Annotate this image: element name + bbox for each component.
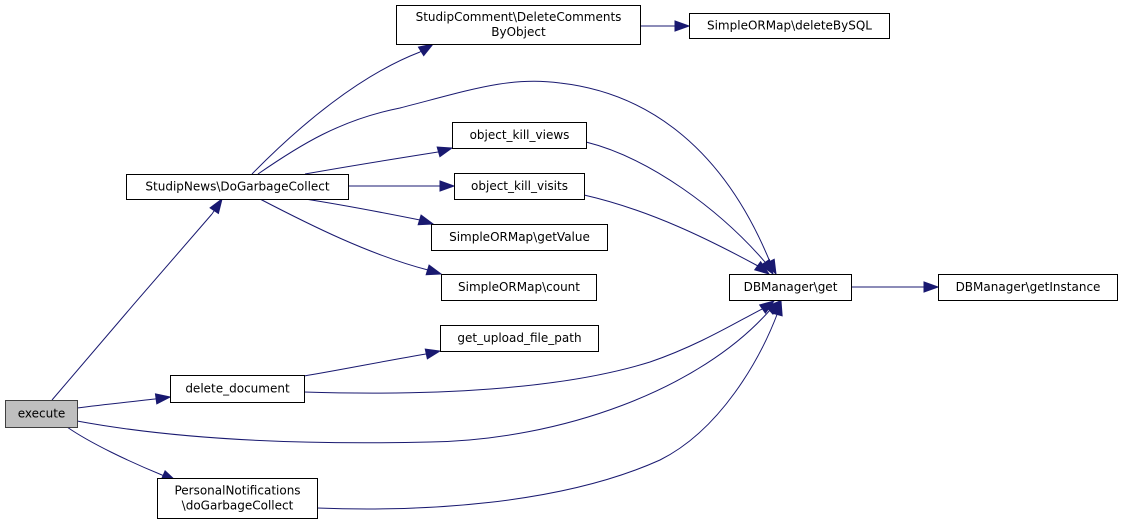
node-label: PersonalNotifications — [174, 484, 300, 498]
edge-line — [304, 151, 439, 175]
node-box[interactable] — [441, 274, 597, 301]
node-personal-notifications-dogc[interactable]: PersonalNotifications\doGarbageCollect — [157, 478, 318, 519]
edge-line — [251, 51, 421, 175]
nodes-layer: execute StudipNews\DoGarbageCollect delete… — [5, 5, 1118, 519]
edge-line — [303, 307, 765, 394]
node-box[interactable] — [452, 122, 587, 149]
edge-line — [76, 398, 156, 409]
arrowhead-icon — [424, 348, 442, 360]
node-box[interactable] — [126, 174, 349, 200]
edge-studipnews_dogc-to-studipcomment_delete — [251, 43, 435, 175]
edge-connector — [762, 307, 765, 310]
edge-connector — [211, 210, 215, 215]
node-label: DBManager\get — [744, 280, 838, 294]
edge-delete_document-to-get_upload_file_path — [303, 348, 442, 377]
edges-layer — [51, 20, 940, 510]
node-label: object_kill_visits — [471, 179, 568, 193]
edge-line — [303, 353, 427, 377]
node-studipnews-dogc[interactable]: StudipNews\DoGarbageCollect — [126, 174, 349, 200]
edge-dbmanager_get-to-dbmanager_getinstance — [851, 281, 940, 293]
node-box[interactable] — [431, 224, 608, 251]
edge-studipnews_dogc-to-object_kill_views — [304, 146, 454, 175]
node-label: object_kill_views — [470, 128, 570, 142]
edge-studipcomment_delete-to-simpleormap_deletebysql — [640, 20, 691, 32]
arrowhead-icon — [425, 264, 443, 276]
edge-line — [66, 426, 163, 476]
node-box[interactable] — [454, 173, 585, 200]
edge-studipnews_dogc-to-object_kill_visits — [348, 180, 456, 192]
node-box[interactable] — [689, 13, 890, 39]
arrowhead-icon — [760, 258, 774, 276]
node-box[interactable] — [5, 400, 78, 428]
node-dbmanager-get[interactable]: DBManager\get — [729, 274, 852, 301]
arrowhead-icon — [674, 20, 691, 32]
edge-studipnews_dogc-to-simpleormap_count — [259, 198, 443, 276]
edge-line — [51, 213, 213, 401]
node-simpleormap-deletebysql[interactable]: SimpleORMap\deleteBySQL — [689, 13, 890, 39]
node-object-kill-visits[interactable]: object_kill_visits — [454, 173, 585, 200]
node-delete-document[interactable]: delete_document — [170, 375, 305, 403]
arrowhead-icon — [436, 146, 454, 158]
edge-line — [316, 311, 779, 510]
edge-connector — [776, 311, 779, 315]
node-label: StudipComment\DeleteComments — [416, 10, 622, 24]
edge-execute-to-dbmanager_get — [76, 300, 782, 444]
arrowhead-icon — [417, 214, 435, 226]
node-label: \doGarbageCollect — [182, 499, 294, 513]
node-label: delete_document — [185, 382, 290, 396]
node-label: ByObject — [491, 25, 546, 39]
node-label: get_upload_file_path — [457, 331, 581, 345]
node-box[interactable] — [938, 274, 1118, 301]
node-execute[interactable]: execute — [5, 400, 78, 428]
edge-line — [257, 80, 771, 263]
node-dbmanager-getinstance[interactable]: DBManager\getInstance — [938, 274, 1118, 301]
node-object-kill-views[interactable]: object_kill_views — [452, 122, 587, 149]
node-label: SimpleORMap\getValue — [449, 230, 590, 244]
edge-studipnews_dogc-to-simpleormap_getvalue — [304, 198, 435, 226]
arrowhead-icon — [439, 180, 456, 192]
edge-personal_notifications_dogc-to-dbmanager_get — [316, 299, 783, 510]
node-box[interactable] — [440, 325, 599, 352]
edge-execute-to-delete_document — [76, 393, 172, 409]
edge-line — [585, 141, 766, 263]
arrowhead-icon — [209, 197, 223, 215]
edge-delete_document-to-dbmanager_get — [303, 300, 776, 394]
edge-line — [304, 198, 421, 221]
node-label: SimpleORMap\count — [458, 280, 580, 294]
edge-object_kill_views-to-dbmanager_get — [585, 141, 774, 276]
arrowhead-icon — [923, 281, 940, 293]
edge-connector — [419, 50, 422, 53]
node-label: StudipNews\DoGarbageCollect — [145, 180, 329, 194]
edge-execute-to-personal_notifications_dogc — [66, 426, 178, 482]
edge-object_kill_visits-to-dbmanager_get — [583, 194, 771, 275]
edge-execute-to-studipnews_dogc — [51, 197, 223, 401]
arrowhead-icon — [154, 393, 172, 405]
node-box[interactable] — [170, 375, 305, 403]
node-label: SimpleORMap\deleteBySQL — [707, 19, 872, 33]
node-box[interactable] — [396, 5, 641, 45]
node-box[interactable] — [157, 478, 318, 519]
arrowhead-icon — [417, 43, 435, 57]
node-box[interactable] — [729, 274, 852, 301]
node-label: DBManager\getInstance — [956, 280, 1101, 294]
edge-line — [583, 194, 759, 267]
node-simpleormap-count[interactable]: SimpleORMap\count — [441, 274, 597, 301]
edge-line — [259, 198, 429, 271]
edge-line — [76, 309, 771, 444]
node-label: execute — [18, 407, 66, 421]
node-simpleormap-getvalue[interactable]: SimpleORMap\getValue — [431, 224, 608, 251]
node-get-upload-file-path[interactable]: get_upload_file_path — [440, 325, 599, 352]
